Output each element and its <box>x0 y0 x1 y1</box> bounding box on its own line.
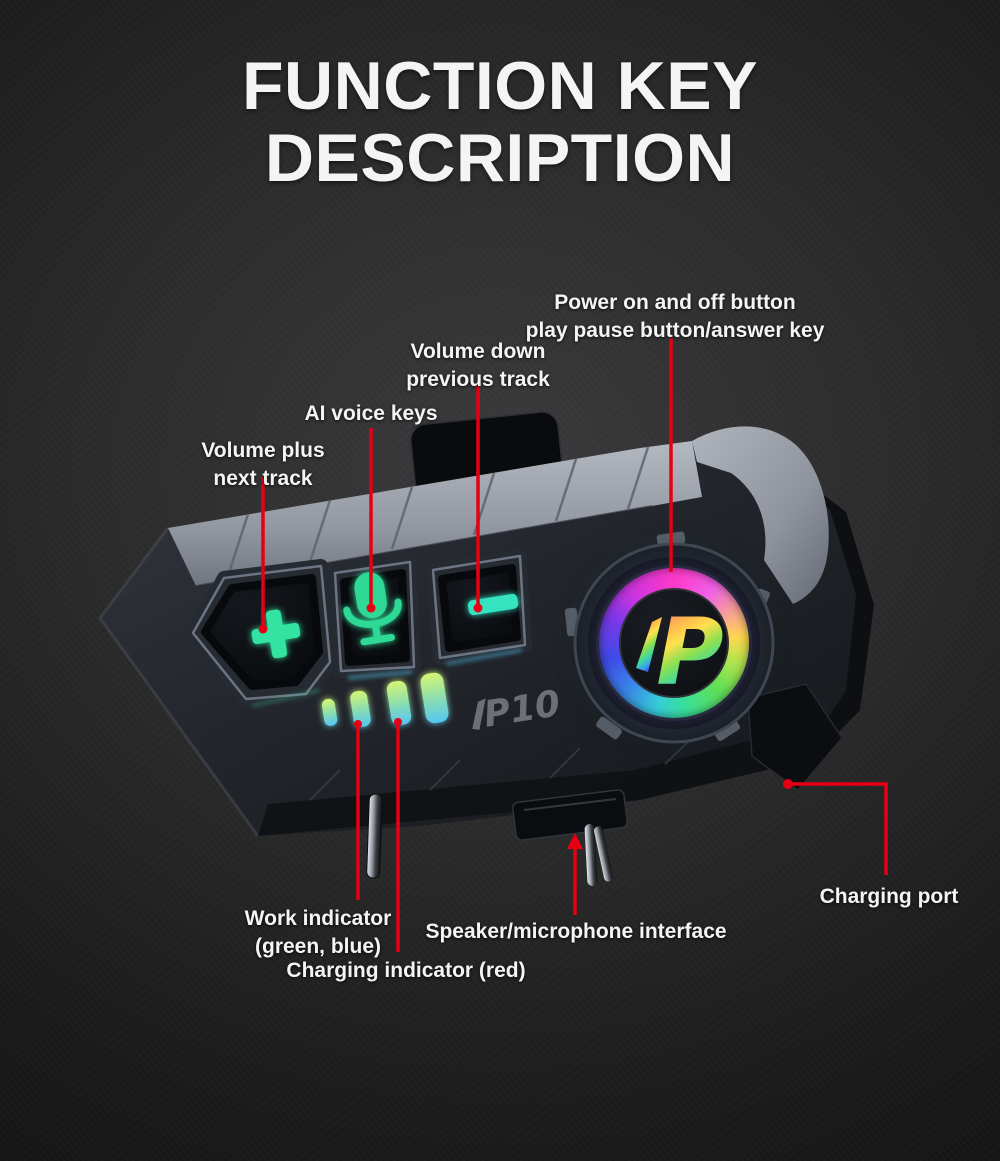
top-ridge-band <box>168 441 702 587</box>
leader-speaker-arrow <box>567 833 583 849</box>
label-volume-down-line1: Volume down <box>410 340 546 363</box>
label-volume-plus: Volume plus next track <box>201 437 324 493</box>
led-indicator-bars <box>321 672 449 728</box>
label-power-button: Power on and off button play pause butto… <box>526 289 825 345</box>
label-work-indicator: Work indicator (green, blue) <box>245 905 392 961</box>
key-underglow <box>251 648 523 708</box>
label-charging-port-text: Charging port <box>819 885 959 908</box>
leader-charging-port <box>788 782 888 875</box>
page-title-line1: FUNCTION KEY <box>242 48 758 124</box>
speaker-mic-connector <box>512 789 628 886</box>
charging-port-flap <box>747 683 843 792</box>
label-ai-voice: AI voice keys <box>304 400 437 428</box>
page-title-line2: DESCRIPTION <box>264 120 736 197</box>
label-work-indicator-line1: Work indicator <box>244 907 392 930</box>
top-right-shell <box>692 426 829 604</box>
leader-lines <box>258 338 888 952</box>
body-edge-highlight <box>98 527 260 837</box>
power-button: P <box>619 588 729 706</box>
label-volume-plus-line1: Volume plus <box>201 439 325 462</box>
brand-p-logo: P <box>656 599 723 706</box>
label-work-indicator-line2: (green, blue) <box>254 935 382 958</box>
label-volume-down-line2: previous track <box>406 368 550 391</box>
label-charging-indicator-text: Charging indicator (red) <box>286 959 526 982</box>
label-speaker-interface-text: Speaker/microphone interface <box>425 920 727 943</box>
label-volume-down: Volume down previous track <box>406 338 550 394</box>
label-volume-plus-line2: next track <box>213 467 313 490</box>
label-ai-voice-text: AI voice keys <box>304 402 438 425</box>
label-power-line2: play pause button/answer key <box>525 319 825 342</box>
label-charging-indicator: Charging indicator (red) <box>286 957 525 985</box>
label-charging-port: Charging port <box>820 883 959 911</box>
label-speaker-interface: Speaker/microphone interface <box>425 918 726 946</box>
brand-tick <box>636 617 662 672</box>
label-power-line1: Power on and off button <box>554 291 796 314</box>
page-title: FUNCTION KEY DESCRIPTION <box>0 50 1000 194</box>
mount-hook <box>772 455 874 770</box>
speaker-pin-left <box>366 793 383 879</box>
